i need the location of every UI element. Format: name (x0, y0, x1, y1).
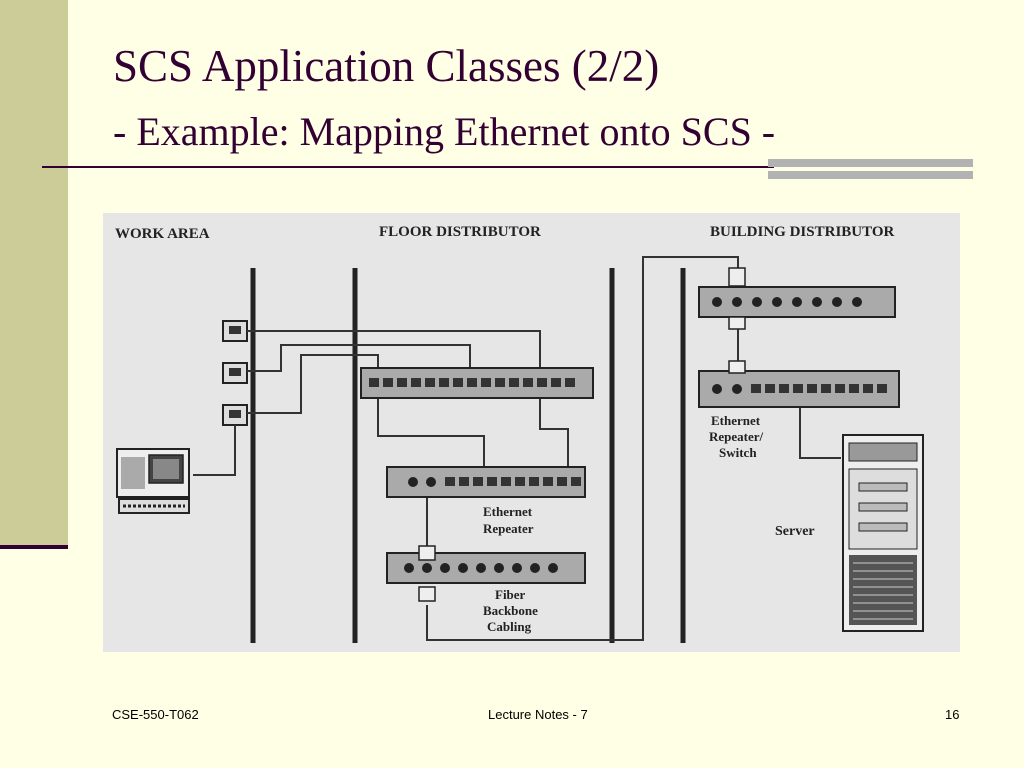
wall-lines (250, 268, 686, 643)
cable-lines (193, 256, 841, 641)
slide-subtitle: - Example: Mapping Ethernet onto SCS - (113, 109, 776, 154)
zone-building-distributor: BUILDING DISTRIBUTOR (710, 224, 895, 240)
ethernet-repeater (386, 466, 586, 498)
footer-center-text: Lecture Notes - 7 (488, 707, 588, 722)
ethernet-repeater-label-2: Repeater (483, 521, 534, 536)
server-icon (842, 434, 924, 632)
title-accent (768, 159, 973, 179)
wall-outlets (222, 320, 248, 426)
network-diagram: WORK AREA FLOOR DISTRIBUTOR BUILDING DIS… (103, 213, 960, 652)
building-switch (698, 360, 900, 408)
server-label: Server (775, 524, 815, 539)
floor-patch-panel (360, 367, 594, 399)
fiber-label-2: Backbone (483, 603, 538, 618)
fiber-label-3: Cabling (487, 619, 532, 634)
zone-work-area: WORK AREA (115, 226, 210, 242)
building-fiber-panel (698, 267, 896, 330)
ethernet-repeater-label-1: Ethernet (483, 504, 533, 519)
page-number: 16 (945, 707, 960, 722)
switch-label-3: Switch (719, 445, 757, 460)
footer-course: CSE-550-T062 (112, 707, 199, 722)
slide-title: SCS Application Classes (2/2) (113, 41, 660, 91)
fiber-label-1: Fiber (495, 587, 526, 602)
fiber-panel (386, 545, 586, 602)
computer-icon (116, 448, 190, 514)
left-decor-line (0, 545, 68, 549)
switch-label-1: Ethernet (711, 413, 761, 428)
left-decor-bar (0, 0, 68, 545)
switch-label-2: Repeater/ (709, 429, 764, 444)
zone-floor-distributor: FLOOR DISTRIBUTOR (379, 224, 541, 240)
title-rule (42, 166, 774, 168)
